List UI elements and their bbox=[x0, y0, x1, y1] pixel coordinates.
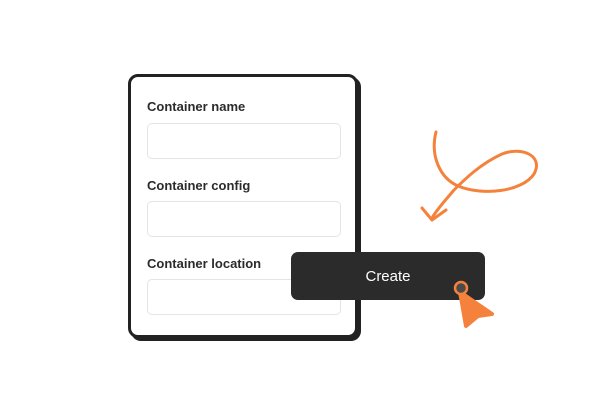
container-config-label: Container config bbox=[147, 178, 251, 193]
container-config-input[interactable] bbox=[147, 201, 341, 237]
mouse-pointer-icon bbox=[453, 280, 494, 328]
container-name-input[interactable] bbox=[147, 123, 341, 159]
curly-arrow-icon bbox=[420, 130, 538, 222]
create-button[interactable]: Create bbox=[291, 252, 485, 300]
container-form-card: Container name Container config Containe… bbox=[128, 74, 358, 338]
container-location-label: Container location bbox=[147, 256, 262, 271]
container-name-label: Container name bbox=[147, 99, 246, 114]
